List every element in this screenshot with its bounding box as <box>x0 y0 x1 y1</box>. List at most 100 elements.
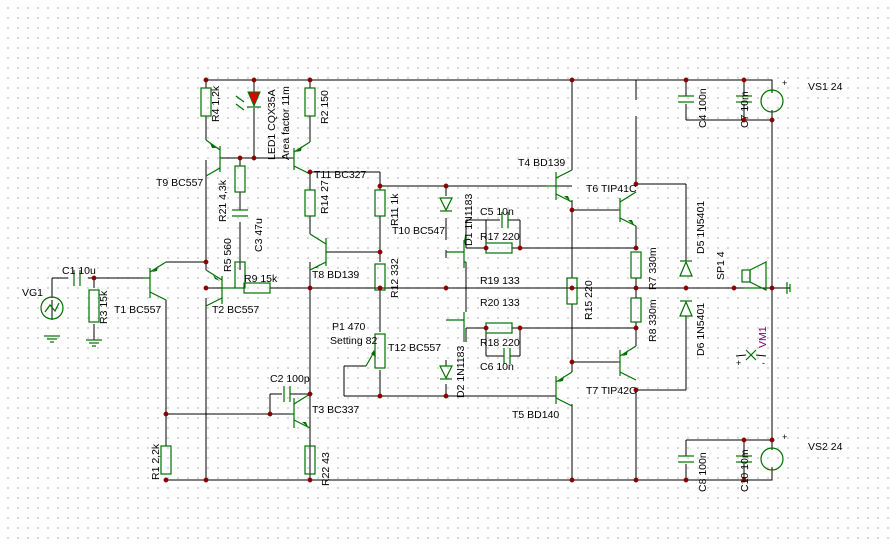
t7-transistor[interactable] <box>618 345 637 381</box>
vm1-label: VM1 <box>757 326 769 348</box>
labels: VG1 C1 10u R3 15k T1 BC557 T2 BC557 R4 1… <box>22 78 843 492</box>
t6-transistor[interactable] <box>618 191 637 227</box>
vg1-source[interactable] <box>40 296 64 343</box>
r22-label: R22 43 <box>320 452 332 486</box>
t4-label: T4 BD139 <box>518 157 565 169</box>
c5-capacitor[interactable] <box>501 212 509 228</box>
sp1-speaker[interactable] <box>741 261 791 294</box>
t8-label: T8 BD139 <box>312 269 359 281</box>
r14-label: R14 27 <box>319 180 331 214</box>
vs2-label: VS2 24 <box>808 441 843 453</box>
c2-label: C2 100p <box>270 373 310 385</box>
vs1-source[interactable] <box>760 89 784 113</box>
r1-label: R1 2,2k <box>150 443 162 480</box>
junctions <box>91 77 775 483</box>
r4-resistor[interactable] <box>200 87 212 117</box>
c8-capacitor[interactable] <box>678 455 694 463</box>
r20-label: R20 133 <box>480 297 520 309</box>
t12-transistor[interactable] <box>446 312 465 342</box>
t3-label: T3 BC337 <box>312 404 359 416</box>
t8-transistor[interactable] <box>309 233 327 271</box>
c1-capacitor[interactable] <box>73 270 81 286</box>
vs2-plus: + <box>782 432 787 442</box>
c7-label: C7 10m <box>739 91 751 128</box>
d5-label: D5 1N5401 <box>695 201 707 254</box>
r15-label: R15 220 <box>583 280 595 320</box>
t1-transistor[interactable] <box>143 261 167 301</box>
c2-capacitor[interactable] <box>283 386 291 402</box>
r2-label: R2 150 <box>319 90 331 124</box>
c3-label: C3 47u <box>253 218 265 252</box>
c5-label: C5 10n <box>480 206 514 218</box>
c7-capacitor[interactable] <box>736 95 752 103</box>
r7-label: R7 330m <box>647 247 659 290</box>
vs2-source[interactable] <box>760 447 784 471</box>
r11-label: R11 1k <box>389 193 401 226</box>
r19-label: R19 133 <box>480 275 520 287</box>
r11-resistor[interactable] <box>374 189 386 217</box>
vs1-label: VS1 24 <box>808 81 843 93</box>
components <box>40 87 791 475</box>
t9-transistor[interactable] <box>205 139 221 177</box>
p1-potentiometer[interactable] <box>365 333 386 369</box>
r12-label: R12 332 <box>389 258 401 298</box>
d5-diode[interactable] <box>679 260 693 277</box>
r9-resistor[interactable] <box>243 282 271 294</box>
t4-transistor[interactable] <box>546 169 573 203</box>
c6-capacitor[interactable] <box>503 348 511 364</box>
r21-resistor[interactable] <box>234 165 246 193</box>
vm1-plus: + <box>736 358 741 368</box>
r22-resistor[interactable] <box>304 445 316 475</box>
vg1-label: VG1 <box>22 287 43 299</box>
sp1-label: SP1 4 <box>715 251 727 280</box>
d1-diode[interactable] <box>439 197 453 212</box>
t7-label: T7 TIP42C <box>586 385 637 397</box>
r5-label: R5 560 <box>222 238 234 272</box>
c8-label: C8 100n <box>697 452 709 492</box>
vs1-plus: + <box>782 78 787 88</box>
r17-resistor[interactable] <box>485 242 513 254</box>
t6-label: T6 TIP41C <box>586 183 637 195</box>
r9-label: R9 15k <box>244 273 278 285</box>
r8-resistor[interactable] <box>630 297 642 323</box>
r15-resistor[interactable] <box>566 277 578 305</box>
r18-resistor[interactable] <box>485 322 513 334</box>
vm1-meter[interactable] <box>735 349 767 361</box>
t3-transistor[interactable] <box>290 393 311 429</box>
r18-label: R18 220 <box>480 337 520 349</box>
r14-resistor[interactable] <box>304 189 316 217</box>
c3-capacitor[interactable] <box>232 209 248 217</box>
c6-label: C6 10n <box>480 361 514 373</box>
t2-transistor[interactable] <box>205 269 234 307</box>
d2-diode[interactable] <box>439 365 453 380</box>
t10-transistor[interactable] <box>446 233 467 268</box>
r21-label: R21 4,3k <box>217 179 229 222</box>
d6-diode[interactable] <box>679 300 693 317</box>
r8-label: R8 330m <box>647 299 659 342</box>
t5-label: T5 BD140 <box>512 409 559 421</box>
r1-resistor[interactable] <box>160 445 172 475</box>
r5-resistor[interactable] <box>234 261 246 289</box>
led1-label: LED1 CQX35A <box>266 89 278 160</box>
led1[interactable] <box>235 91 261 111</box>
r7-resistor[interactable] <box>630 251 642 279</box>
wires <box>51 79 790 481</box>
t9-label: T9 BC557 <box>156 177 203 189</box>
p1-label: P1 470 <box>332 321 365 333</box>
r2-resistor[interactable] <box>304 87 316 117</box>
c10-capacitor[interactable] <box>736 455 752 463</box>
t11-transistor[interactable] <box>292 141 311 175</box>
r4-label: R4 1,2k <box>210 85 222 122</box>
d1-label: D1 1N1183 <box>463 193 475 246</box>
c4-label: C4 100n <box>697 88 709 128</box>
r3-resistor[interactable] <box>88 289 100 323</box>
d6-label: D6 1N5401 <box>695 303 707 356</box>
t2-label: T2 BC557 <box>212 304 259 316</box>
c10-label: C10 10m <box>739 449 751 492</box>
c4-capacitor[interactable] <box>678 95 694 103</box>
t1-label: T1 BC557 <box>114 304 161 316</box>
p1-setting-label: Setting 82 <box>330 335 377 347</box>
t5-transistor[interactable] <box>555 371 573 407</box>
